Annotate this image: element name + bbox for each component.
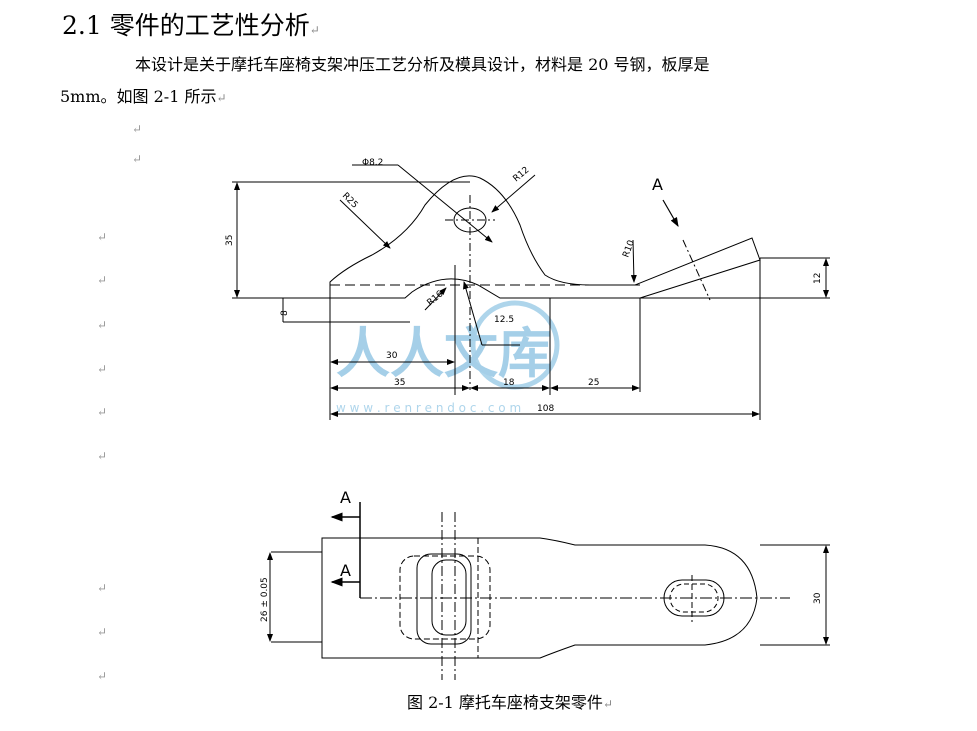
section-title: 零件的工艺性分析 [109, 11, 310, 40]
r25-label: R25 [340, 191, 360, 211]
dim-12-5-label: 12.5 [494, 315, 514, 325]
intro-line-1: 本设计是关于摩托车座椅支架冲压工艺分析及模具设计，材料是 20 号钢，板厚是 [135, 55, 710, 74]
paragraph-mark-icon: ↵ [97, 405, 108, 419]
side-view [232, 164, 830, 420]
height-30-label: 30 [813, 592, 823, 604]
paragraph-mark-icon: ↵ [97, 230, 108, 244]
plan-view-labels: A A 26 ± 0.05 30 [260, 488, 823, 622]
plan-view [267, 502, 830, 680]
paragraph-mark-icon: ↵ [97, 273, 108, 287]
watermark: 人人文库 w w w . r e n r e n d o c . c o m [336, 300, 560, 415]
figure-caption: 图 2-1 摩托车座椅支架零件↵ [0, 691, 977, 716]
watermark-text: 人人文库 [336, 322, 552, 385]
paragraph-mark-icon: ↵ [97, 362, 108, 376]
section-number: 2.1 [62, 11, 102, 40]
paragraph-mark-icon: ↵ [97, 318, 108, 332]
paragraph-mark-icon: ↵ [97, 625, 108, 639]
hole-diameter-label: Φ8.2 [362, 158, 383, 168]
width-25-label: 25 [588, 378, 599, 388]
width-108-label: 108 [537, 404, 554, 414]
width-35-label: 35 [394, 378, 405, 388]
width-30-label: 30 [386, 351, 398, 361]
paragraph-mark-icon: ↵ [216, 91, 227, 105]
paragraph-mark-icon: ↵ [132, 152, 143, 166]
leader-line [397, 164, 493, 243]
paragraph-mark-icon: ↵ [97, 581, 108, 595]
height-8-label: 8 [280, 310, 290, 316]
center-line [682, 239, 711, 301]
paragraph-mark-icon: ↵ [602, 697, 613, 711]
view-label: A [652, 175, 663, 194]
paragraph-mark-icon: ↵ [97, 669, 108, 683]
paragraph-mark-icon: ↵ [97, 449, 108, 463]
height-35-label: 35 [225, 235, 235, 246]
slot [416, 553, 472, 645]
r12-label: R12 [512, 165, 532, 184]
bottom-edge [330, 278, 640, 299]
view-arrow [662, 199, 679, 228]
figure-caption-text: 图 2-1 摩托车座椅支架零件 [406, 693, 603, 712]
width-18-label: 18 [503, 378, 515, 388]
paragraph-mark-icon: ↵ [132, 122, 143, 136]
part-outline [329, 175, 761, 392]
height-12-label: 12 [813, 273, 823, 284]
paragraph-mark-icon: ↵ [309, 23, 320, 37]
leader-line [463, 281, 483, 346]
section-label: A [340, 488, 351, 507]
height-26-label: 26 ± 0.05 [260, 577, 270, 622]
section-label: A [340, 561, 351, 580]
intro-line-2-text: 5mm。如图 2-1 所示 [60, 87, 217, 106]
hole-slot-inner [669, 583, 719, 613]
intro-line-2: 5mm。如图 2-1 所示↵ [60, 85, 227, 110]
watermark-url: w w w . r e n r e n d o c . c o m [336, 401, 521, 415]
section-heading: 2.1 零件的工艺性分析↵ [62, 6, 320, 50]
hole-slot [663, 579, 725, 617]
leader-line [630, 239, 637, 283]
r10-label: R10 [621, 239, 637, 259]
leader-line [424, 287, 447, 311]
leader-line [491, 174, 536, 213]
leader-line [339, 199, 391, 249]
